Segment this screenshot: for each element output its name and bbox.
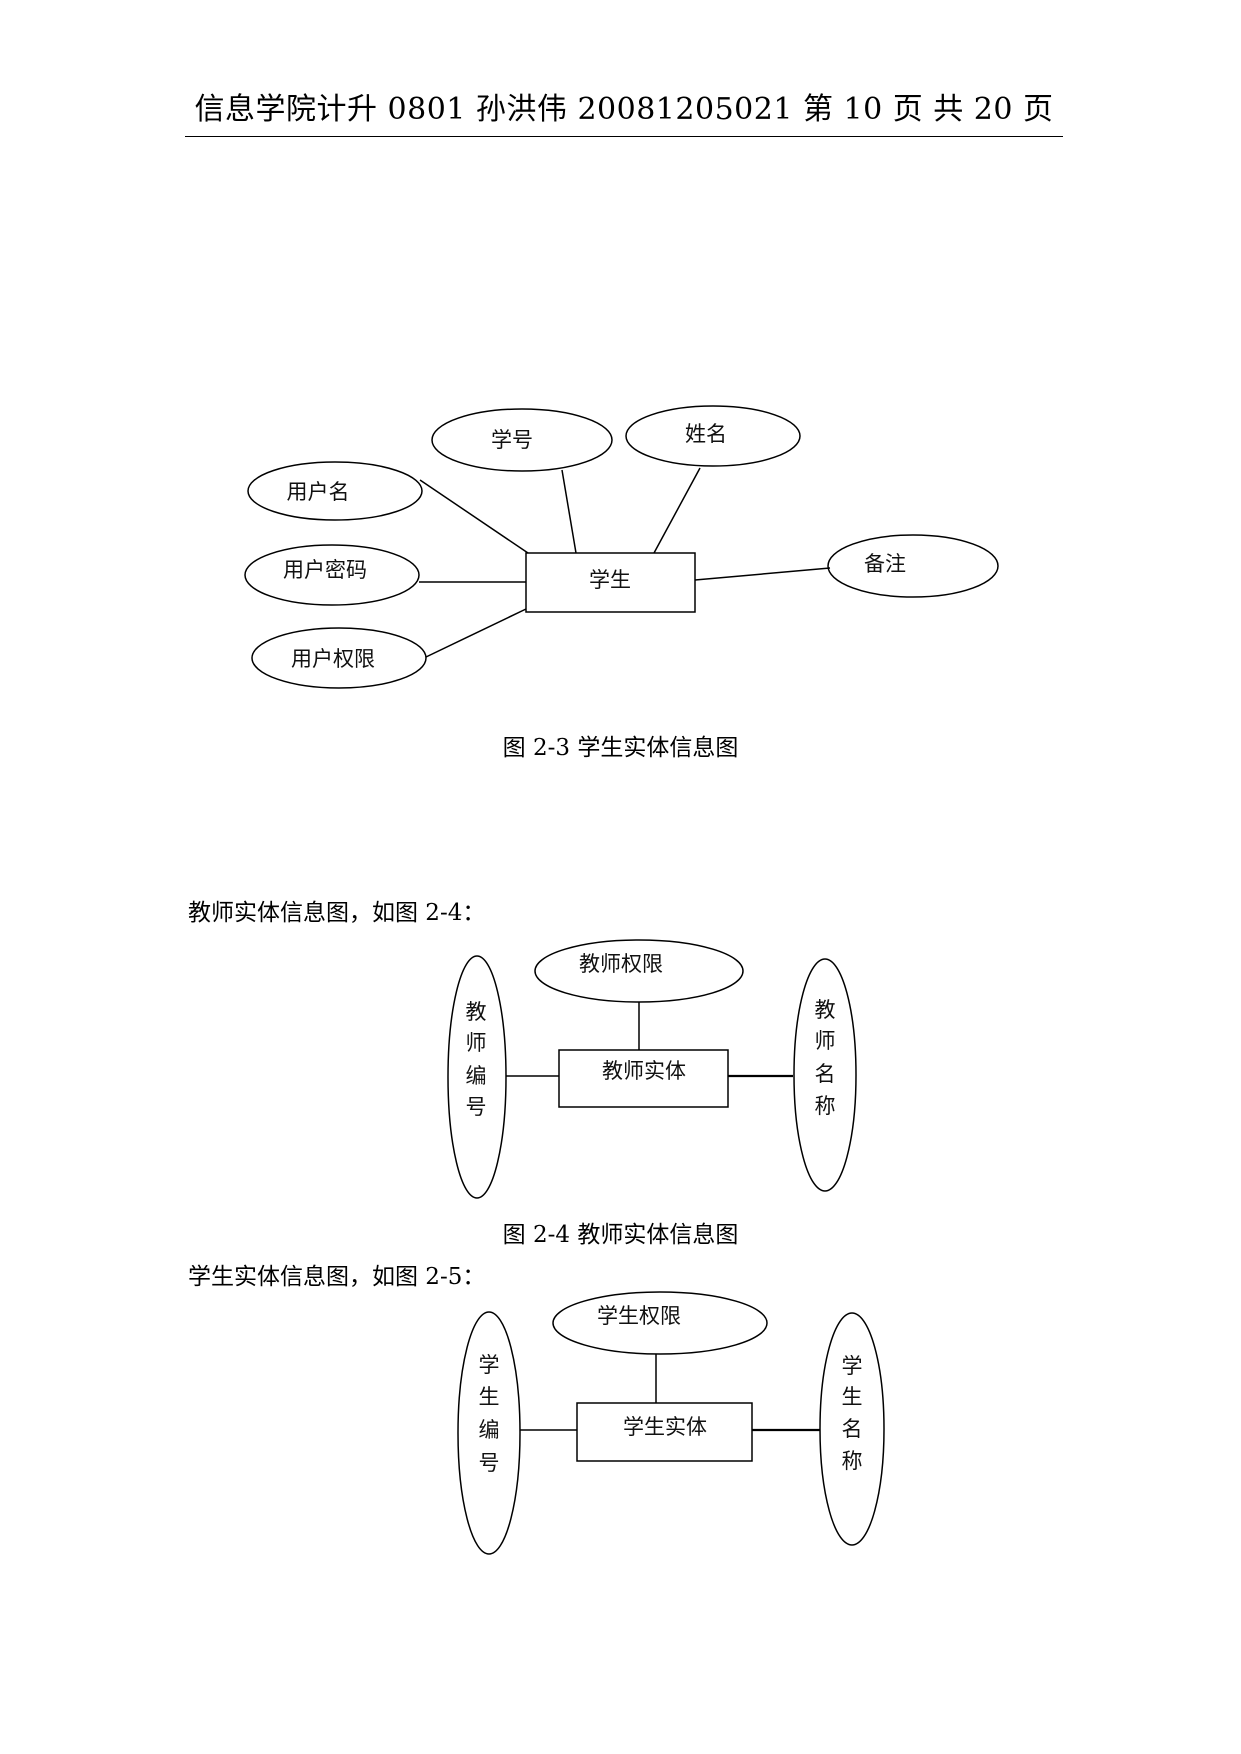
attribute-char: 编 <box>479 1418 500 1442</box>
attribute-ellipse-password <box>244 544 420 606</box>
attribute-ellipse-student-id <box>431 408 613 472</box>
attribute-char: 称 <box>842 1449 863 1473</box>
connector-line <box>561 469 577 554</box>
connector-line <box>425 608 527 658</box>
attribute-char: 名 <box>815 1062 836 1086</box>
page-header: 信息学院计升 0801 孙洪伟 20081205021 第 10 页 共 20 … <box>194 92 1054 127</box>
attribute-ellipse-teacher-permission <box>534 939 744 1003</box>
er-diagram-student-entity: 学生实体 学生权限 学 生 编 号 学 生 名 称 <box>457 1291 885 1555</box>
attribute-char: 学 <box>842 1354 863 1378</box>
attribute-label: 学生权限 <box>597 1304 681 1328</box>
attribute-ellipse-student-name <box>819 1312 885 1546</box>
attribute-label: 用户权限 <box>291 647 375 671</box>
attribute-ellipse-student-permission <box>552 1291 768 1355</box>
attribute-char: 教 <box>466 1000 487 1024</box>
attribute-char: 生 <box>479 1385 500 1409</box>
attribute-char: 生 <box>842 1385 863 1409</box>
attribute-ellipse-student-number <box>457 1311 521 1555</box>
figure-2-3: 学生 学号 姓名 用户名 用户密码 用户权限 备注 <box>0 400 1241 700</box>
paragraph-2-4: 教师实体信息图，如图 2-4： <box>188 900 486 926</box>
attribute-ellipse-teacher-name <box>793 958 857 1192</box>
attribute-char: 师 <box>815 1029 836 1053</box>
attribute-char: 学 <box>479 1353 500 1377</box>
er-diagram-teacher: 教师实体 教师权限 教 师 编 号 教 师 名 称 <box>447 939 857 1199</box>
figure-2-3-caption: 图 2-3 学生实体信息图 <box>502 735 739 761</box>
header-rule <box>185 136 1063 137</box>
attribute-char: 称 <box>815 1094 836 1118</box>
er-diagram-student: 学生 学号 姓名 用户名 用户密码 用户权限 备注 <box>244 405 999 689</box>
attribute-char: 名 <box>842 1417 863 1441</box>
attribute-char: 号 <box>479 1451 500 1475</box>
connector-line <box>694 567 831 581</box>
attribute-label: 教师权限 <box>579 952 663 976</box>
attribute-label: 用户名 <box>287 480 350 504</box>
attribute-char: 编 <box>466 1064 487 1088</box>
attribute-char: 号 <box>466 1095 487 1119</box>
connector-line <box>653 467 701 554</box>
entity-label: 学生 <box>589 568 631 592</box>
attribute-ellipse-remark <box>827 534 999 598</box>
entity-box-teacher <box>558 1049 729 1108</box>
attribute-ellipse-username <box>247 461 423 521</box>
attribute-ellipse-permission <box>251 627 427 689</box>
attribute-ellipse-teacher-id <box>447 955 507 1199</box>
paragraph-2-5: 学生实体信息图，如图 2-5： <box>188 1264 486 1290</box>
attribute-label: 学号 <box>491 428 533 452</box>
attribute-label: 用户密码 <box>283 558 367 582</box>
attribute-char: 教 <box>815 998 836 1022</box>
figure-2-5: 学生实体 学生权限 学 生 编 号 学 生 名 称 <box>0 1285 1241 1575</box>
entity-box-student <box>525 552 696 613</box>
figure-2-4: 教师实体 教师权限 教 师 编 号 教 师 名 称 <box>0 935 1241 1205</box>
connector-line <box>419 479 529 554</box>
entity-label: 教师实体 <box>602 1059 686 1083</box>
figure-2-4-caption: 图 2-4 教师实体信息图 <box>502 1222 739 1248</box>
entity-label: 学生实体 <box>623 1415 707 1439</box>
entity-box-student-entity <box>576 1402 753 1462</box>
attribute-char: 师 <box>466 1031 487 1055</box>
attribute-label: 备注 <box>864 552 906 576</box>
attribute-label: 姓名 <box>685 422 727 446</box>
attribute-ellipse-name <box>625 405 801 467</box>
